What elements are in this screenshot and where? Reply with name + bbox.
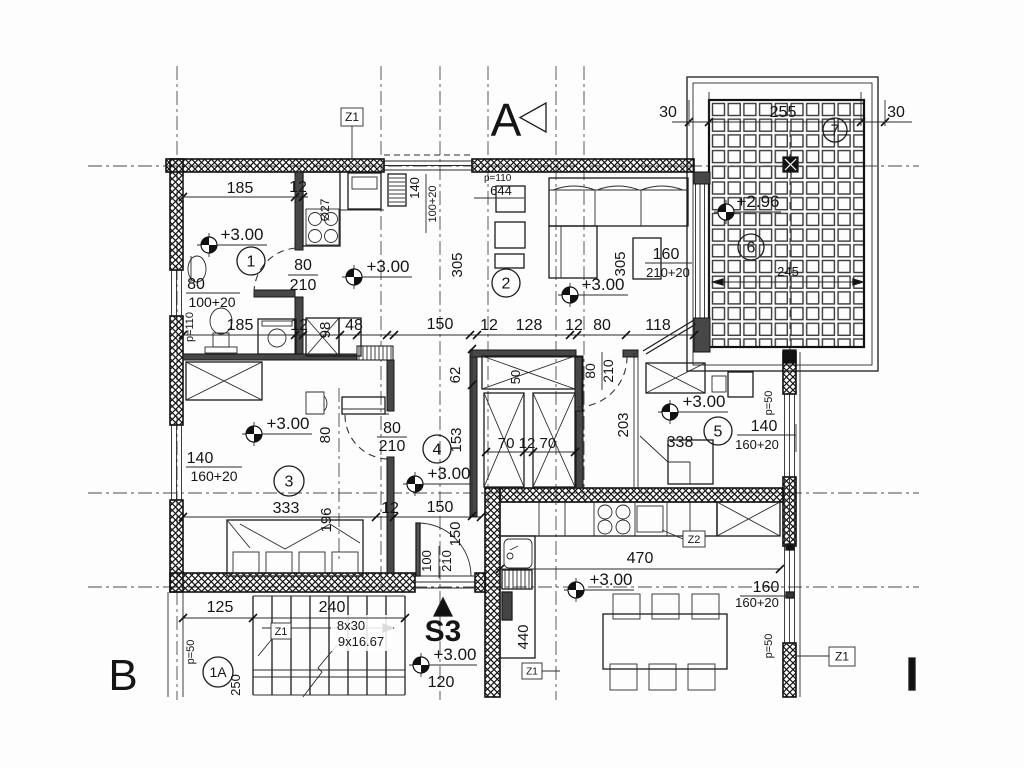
svg-text:118: 118 bbox=[645, 317, 671, 334]
svg-text:128: 128 bbox=[516, 317, 543, 334]
svg-text:p=50: p=50 bbox=[763, 634, 775, 659]
svg-text:160: 160 bbox=[653, 246, 680, 263]
svg-text:Ø27: Ø27 bbox=[318, 198, 332, 221]
svg-text:153: 153 bbox=[448, 427, 465, 452]
svg-text:333: 333 bbox=[273, 500, 300, 517]
svg-text:240: 240 bbox=[319, 599, 346, 616]
svg-text:440: 440 bbox=[515, 624, 532, 649]
svg-text:70 12 70: 70 12 70 bbox=[498, 435, 556, 452]
svg-text:30: 30 bbox=[887, 104, 905, 121]
svg-text:+3.00: +3.00 bbox=[427, 464, 470, 483]
svg-text:S3: S3 bbox=[425, 615, 462, 648]
svg-text:80: 80 bbox=[294, 257, 312, 274]
svg-text:150: 150 bbox=[427, 499, 454, 516]
svg-text:Z1: Z1 bbox=[835, 650, 849, 664]
svg-text:12: 12 bbox=[290, 317, 308, 334]
svg-text:305: 305 bbox=[612, 251, 629, 276]
svg-text:1A: 1A bbox=[209, 664, 227, 680]
svg-text:3: 3 bbox=[285, 474, 294, 491]
svg-text:185: 185 bbox=[227, 180, 254, 197]
svg-text:150: 150 bbox=[427, 316, 454, 333]
svg-text:+3.00: +3.00 bbox=[682, 392, 725, 411]
svg-text:50: 50 bbox=[508, 370, 523, 384]
svg-text:6: 6 bbox=[747, 240, 756, 257]
svg-text:150: 150 bbox=[447, 521, 464, 546]
svg-text:p=50: p=50 bbox=[763, 391, 775, 416]
svg-text:255: 255 bbox=[770, 104, 797, 121]
svg-text:100+20: 100+20 bbox=[188, 294, 235, 310]
svg-text:p=50: p=50 bbox=[185, 640, 197, 665]
svg-text:12: 12 bbox=[565, 317, 583, 334]
svg-text:2: 2 bbox=[502, 276, 511, 293]
svg-text:470: 470 bbox=[627, 550, 654, 567]
svg-text:196: 196 bbox=[318, 507, 335, 532]
svg-text:Z1: Z1 bbox=[345, 110, 359, 124]
svg-text:80: 80 bbox=[187, 276, 205, 293]
svg-text:+3.00: +3.00 bbox=[220, 225, 263, 244]
svg-text:Z1: Z1 bbox=[526, 667, 538, 678]
svg-text:125: 125 bbox=[207, 599, 234, 616]
svg-text:30: 30 bbox=[659, 104, 677, 121]
svg-text:80: 80 bbox=[582, 363, 598, 379]
svg-text:160+20: 160+20 bbox=[735, 437, 779, 452]
svg-text:5: 5 bbox=[714, 424, 723, 441]
svg-text:210: 210 bbox=[439, 550, 454, 572]
svg-text:+2.96: +2.96 bbox=[736, 192, 779, 211]
svg-text:185: 185 bbox=[227, 317, 254, 334]
svg-text:245: 245 bbox=[777, 264, 799, 279]
svg-text:80: 80 bbox=[593, 317, 611, 334]
svg-text:100+20: 100+20 bbox=[427, 185, 439, 222]
svg-text:+3.00: +3.00 bbox=[581, 275, 624, 294]
svg-text:203: 203 bbox=[615, 412, 632, 437]
svg-text:12: 12 bbox=[289, 179, 307, 196]
svg-text:8x30: 8x30 bbox=[337, 618, 365, 633]
svg-text:120: 120 bbox=[428, 674, 455, 691]
svg-text:9x16.67: 9x16.67 bbox=[338, 634, 384, 649]
svg-text:12: 12 bbox=[381, 500, 399, 517]
svg-text:1: 1 bbox=[247, 254, 256, 271]
svg-text:338: 338 bbox=[667, 434, 694, 451]
svg-text:140: 140 bbox=[187, 450, 214, 467]
svg-text:p=110: p=110 bbox=[184, 312, 196, 342]
svg-text:160+20: 160+20 bbox=[735, 595, 779, 610]
svg-text:100: 100 bbox=[419, 550, 434, 572]
svg-text:80: 80 bbox=[317, 427, 334, 444]
svg-text:140: 140 bbox=[751, 418, 778, 435]
svg-text:Z1: Z1 bbox=[275, 626, 288, 638]
svg-text:4: 4 bbox=[433, 442, 442, 459]
svg-text:210: 210 bbox=[379, 438, 406, 455]
svg-text:98: 98 bbox=[317, 322, 334, 339]
svg-text:210: 210 bbox=[290, 277, 317, 294]
svg-text:140: 140 bbox=[407, 177, 422, 199]
svg-text:160+20: 160+20 bbox=[190, 468, 237, 484]
svg-text:250: 250 bbox=[228, 674, 243, 696]
svg-text:644: 644 bbox=[490, 183, 512, 198]
svg-text:+3.00: +3.00 bbox=[589, 570, 632, 589]
svg-text:48: 48 bbox=[345, 317, 363, 334]
svg-text:12: 12 bbox=[480, 317, 498, 334]
svg-text:+3.00: +3.00 bbox=[366, 257, 409, 276]
svg-text:B: B bbox=[108, 651, 137, 700]
svg-text:305: 305 bbox=[449, 252, 466, 277]
svg-text:62: 62 bbox=[447, 367, 464, 384]
svg-text:80: 80 bbox=[383, 420, 401, 437]
svg-text:p=110: p=110 bbox=[484, 173, 512, 184]
svg-text:160: 160 bbox=[753, 579, 780, 596]
svg-text:210+20: 210+20 bbox=[646, 265, 690, 280]
svg-text:210: 210 bbox=[600, 359, 616, 383]
svg-text:Z2: Z2 bbox=[688, 534, 701, 546]
svg-text:+3.00: +3.00 bbox=[266, 414, 309, 433]
svg-text:+3.00: +3.00 bbox=[433, 645, 476, 664]
svg-text:7: 7 bbox=[831, 123, 840, 140]
svg-text:A: A bbox=[491, 94, 522, 146]
